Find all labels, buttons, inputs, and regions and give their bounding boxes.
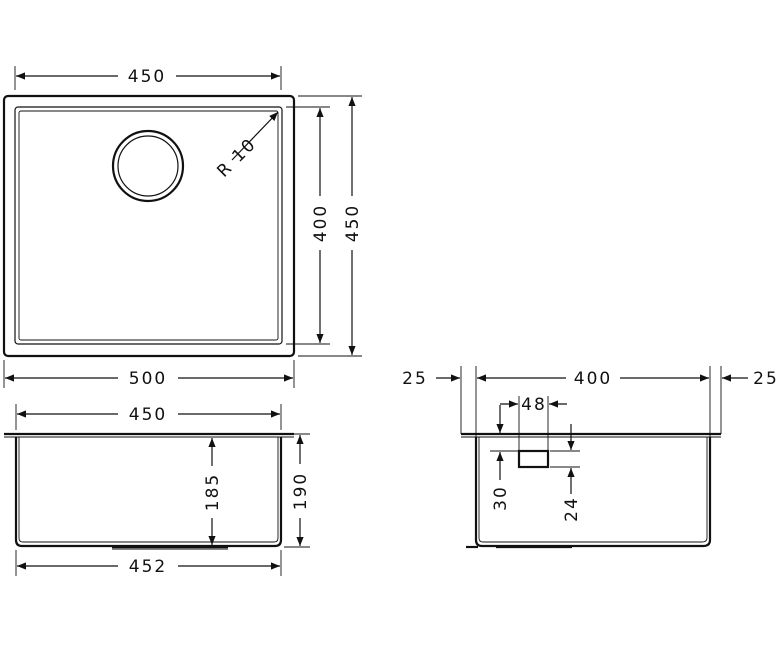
front-depth-outer-label: 190 — [291, 472, 311, 510]
front-width-bottom-label: 452 — [129, 557, 167, 577]
top-height-inner-label: 400 — [311, 204, 331, 242]
top-width-outer-label: 500 — [129, 369, 167, 389]
side-view: 25 400 25 48 24 30 — [402, 366, 779, 549]
top-height-outer-label: 450 — [343, 204, 363, 242]
radius-leader — [231, 111, 279, 161]
sink-outer-rim — [2, 94, 296, 358]
front-width-top-label: 450 — [129, 405, 167, 425]
basin-profile-inner — [18, 437, 279, 543]
side-overflow-height-label: 24 — [562, 496, 582, 522]
front-depth-inner-label: 185 — [203, 473, 223, 511]
side-basin-profile-inner — [478, 437, 708, 543]
sink-basin-outline — [14, 106, 283, 345]
overflow-slot — [517, 449, 550, 469]
side-right-offset-label: 25 — [753, 369, 779, 389]
side-overflow-width-label: 48 — [521, 395, 547, 415]
side-left-offset-label: 25 — [402, 369, 428, 389]
top-width-inner-label: 450 — [128, 67, 166, 87]
side-overflow-offset-label: 30 — [491, 485, 511, 511]
side-width-label: 400 — [574, 369, 612, 389]
basin-profile — [14, 437, 283, 548]
sink-basin-inner — [18, 110, 279, 341]
side-basin-profile — [474, 437, 712, 548]
top-view: R 10 450 500 400 450 — [2, 66, 363, 389]
front-view: 450 452 185 190 — [4, 404, 311, 577]
radius-label: R 10 — [213, 134, 260, 181]
drain-icon — [111, 129, 185, 203]
